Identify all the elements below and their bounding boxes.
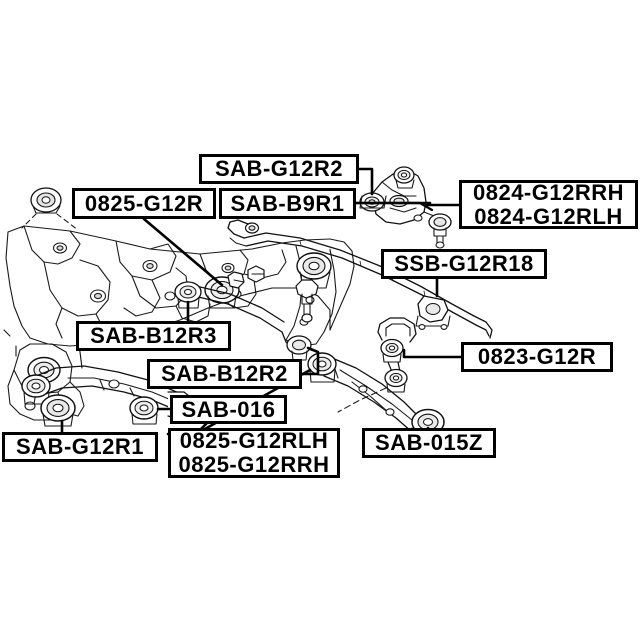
- part-label-p0825-g12r[interactable]: 0825-G12R: [72, 188, 216, 219]
- stabilizer-bar: [227, 219, 493, 339]
- upper-control-arm: [359, 166, 452, 249]
- part-number-text: 0823-G12R: [477, 344, 597, 369]
- part-label-sab-015z[interactable]: SAB-015Z: [362, 428, 496, 458]
- part-number-text: SAB-B9R1: [230, 190, 345, 216]
- part-number-text: 0824-G12RRH: [472, 179, 624, 205]
- lateral-link-tie-rod: [174, 265, 319, 361]
- part-number-text: SAB-G12R1: [16, 434, 144, 459]
- stabilizer-link: [337, 317, 417, 413]
- part-number-text: SAB-015Z: [375, 430, 483, 455]
- part-label-p0823-g12r[interactable]: 0823-G12R: [461, 342, 613, 372]
- part-number-text: SSB-G12R18: [394, 251, 534, 276]
- part-number-text: 0825-G12RLH: [179, 428, 329, 453]
- part-number-text: 0825-G12RRH: [178, 452, 330, 477]
- part-label-sab-b9r1[interactable]: SAB-B9R1: [219, 188, 356, 219]
- part-label-sab-b12r3[interactable]: SAB-B12R3: [76, 321, 231, 351]
- part-label-sab-016[interactable]: SAB-016: [170, 395, 287, 424]
- part-number-text: 0824-G12RLH: [474, 203, 623, 229]
- part-label-ssb-g12r18[interactable]: SSB-G12R18: [381, 249, 547, 279]
- part-label-sab-g12r2[interactable]: SAB-G12R2: [199, 154, 359, 184]
- lower-control-arm-left: [21, 339, 195, 427]
- part-number-text: 0825-G12R: [84, 190, 204, 216]
- part-label-sab-g12r1[interactable]: SAB-G12R1: [2, 432, 158, 462]
- part-number-text: SAB-B12R2: [161, 361, 288, 386]
- part-number-text: SAB-B12R3: [90, 323, 217, 348]
- part-label-sab-b12r2[interactable]: SAB-B12R2: [147, 359, 302, 389]
- part-number-text: SAB-G12R2: [215, 156, 343, 181]
- part-number-text: SAB-016: [181, 396, 276, 422]
